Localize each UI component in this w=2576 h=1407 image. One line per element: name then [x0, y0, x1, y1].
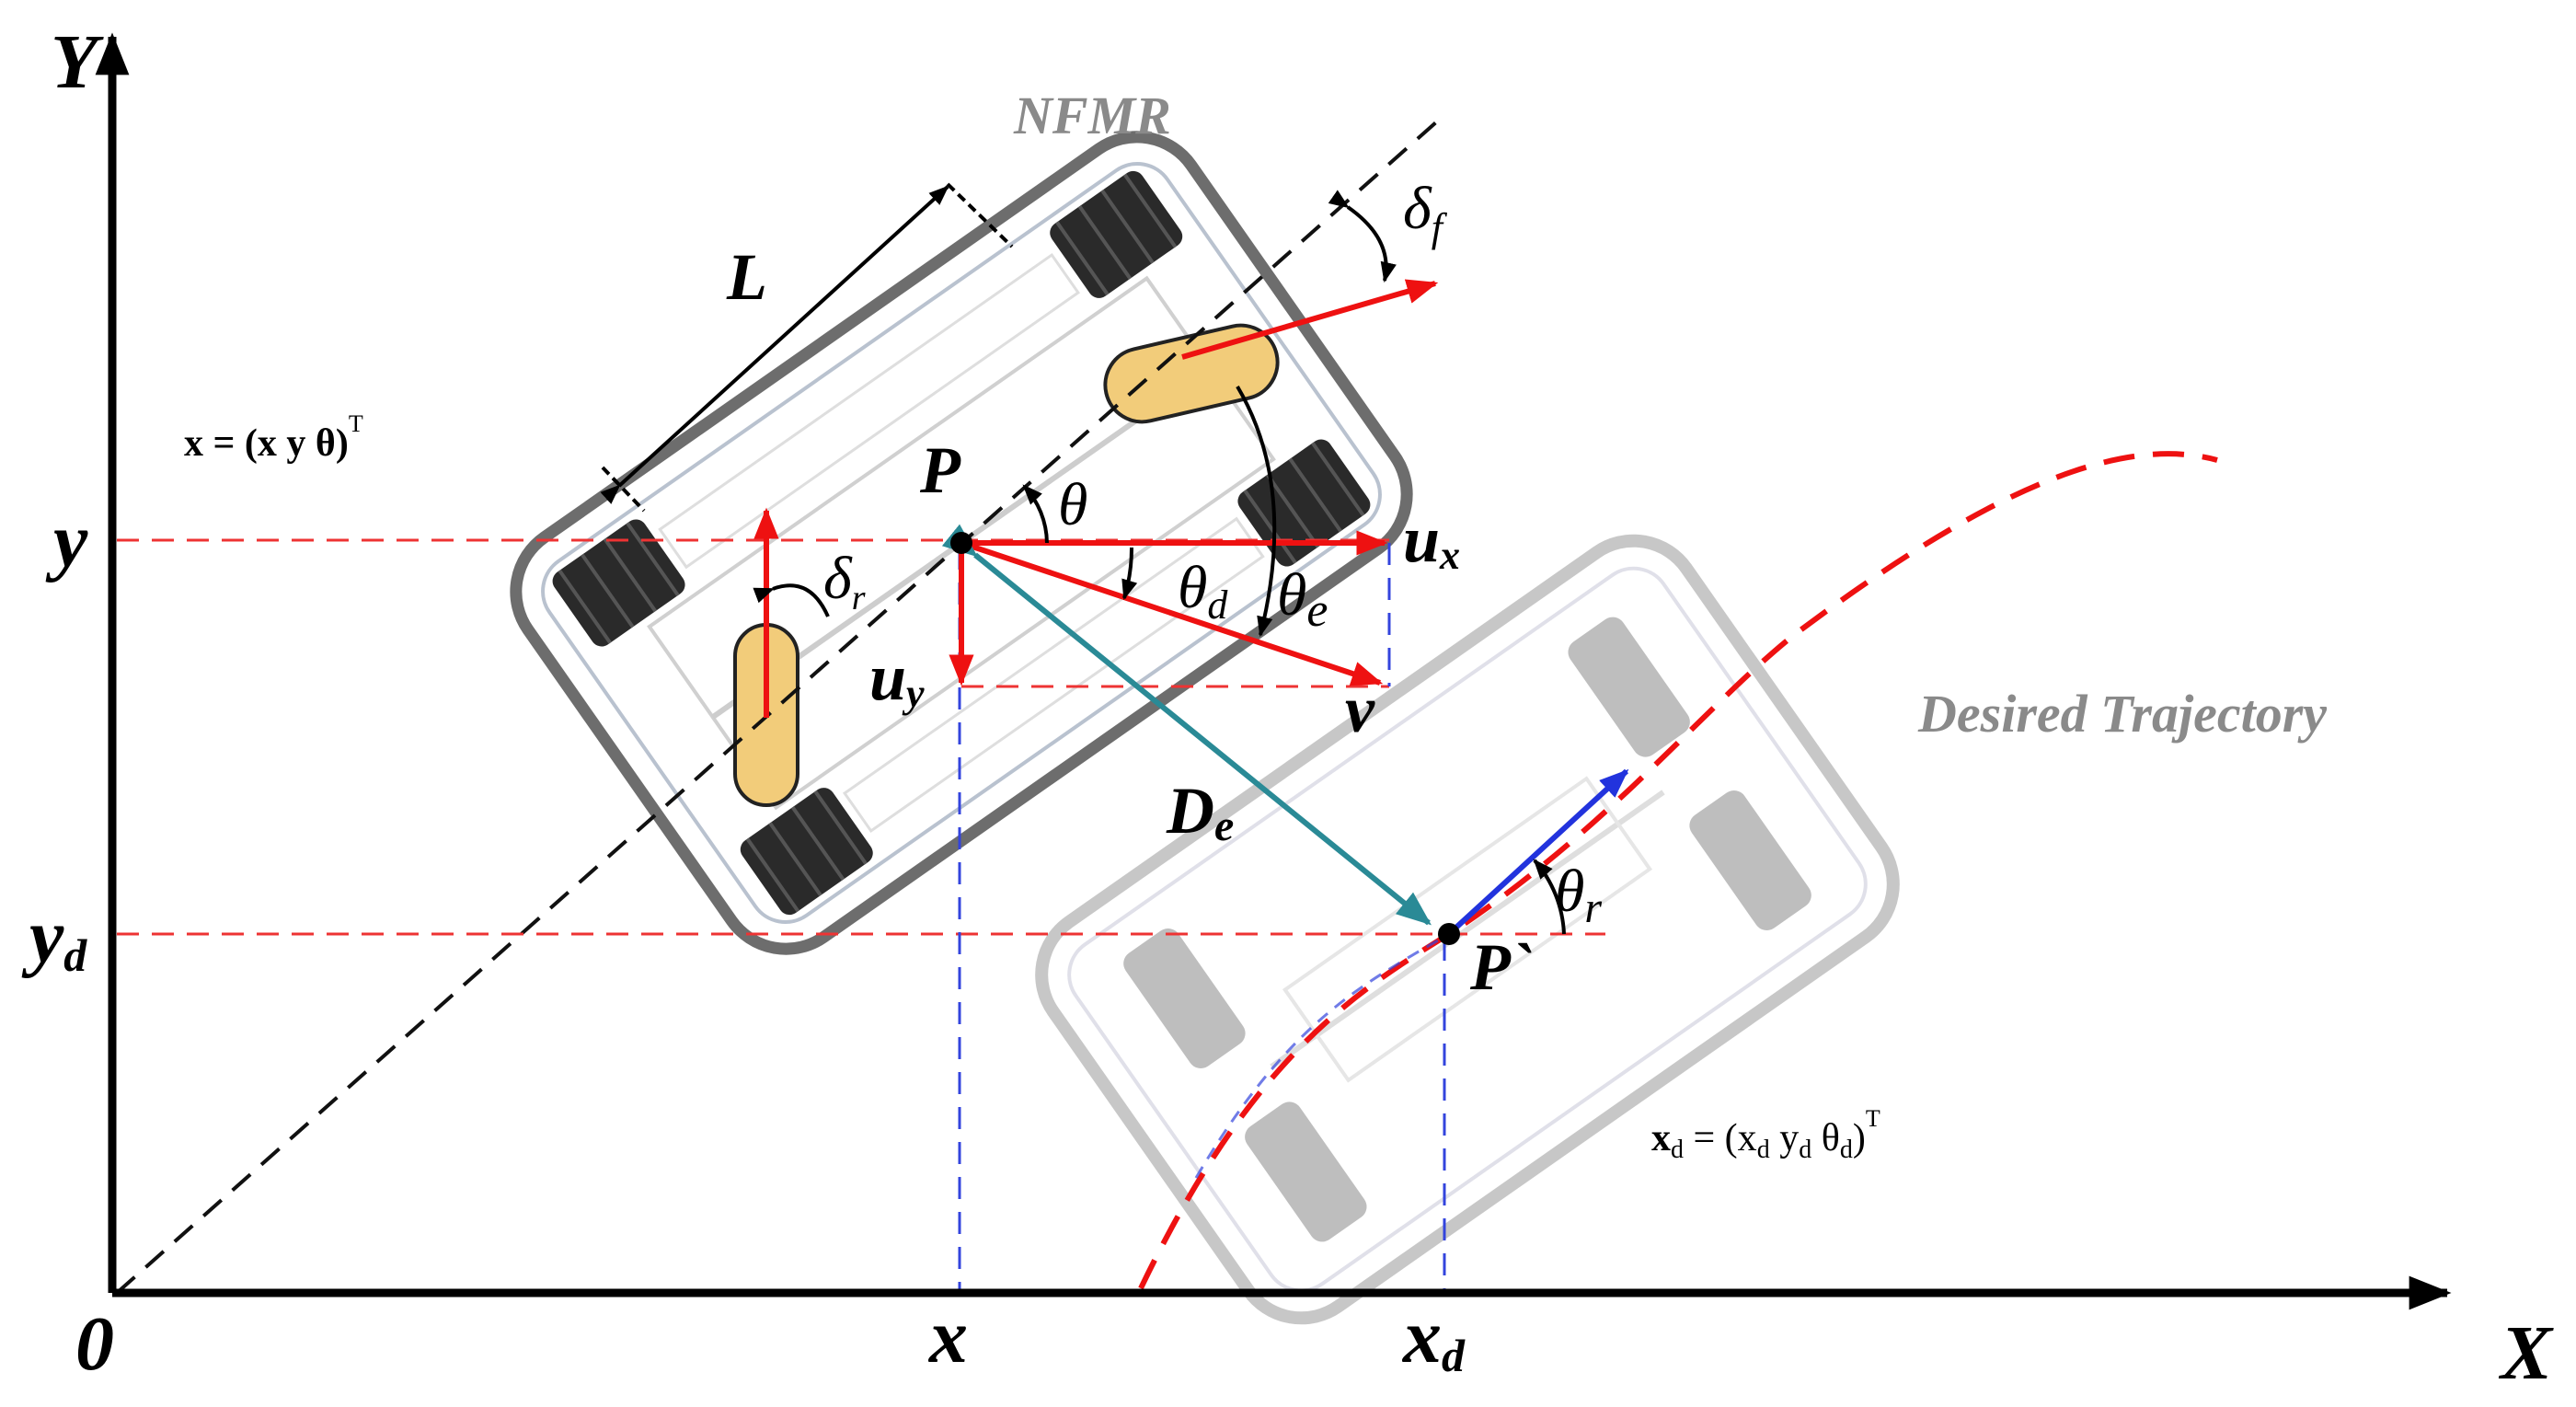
- theta-label: θ: [1058, 471, 1087, 538]
- theta-e-label: θe: [1277, 561, 1328, 637]
- desired-heading-vector: [1446, 768, 1629, 937]
- yd-tick-label: yd: [21, 894, 87, 981]
- x-axis-label: X: [2498, 1310, 2554, 1396]
- point-p-prime: [1438, 923, 1460, 945]
- x-tick-label: x: [927, 1294, 968, 1379]
- theta-d-label: θd: [1178, 554, 1228, 628]
- wheel-front-upper: [1050, 170, 1183, 298]
- state-equation: x = (x y θ)T: [184, 410, 363, 465]
- theta-r-arc: [1533, 859, 1566, 935]
- front-velocity-vector: [1181, 279, 1439, 360]
- front-caster-wheel: [1103, 323, 1280, 424]
- heading-dashed-line: [115, 120, 1439, 1295]
- origin-label: 0: [75, 1301, 114, 1387]
- theta-d-arc: [1121, 547, 1138, 601]
- point-p-prime-label: P`: [1469, 930, 1533, 1004]
- uy-label: uy: [869, 640, 925, 716]
- robot-name-label: NFMR: [1013, 86, 1171, 145]
- y-tick-label: y: [45, 498, 88, 583]
- point-p-label: P: [919, 433, 961, 507]
- theta-e-arc: [1236, 385, 1277, 638]
- length-tick-right: [946, 182, 1014, 248]
- length-label: L: [726, 240, 767, 314]
- ux-label: ux: [1403, 502, 1460, 578]
- desired-trajectory-overlay: [1194, 932, 1450, 1179]
- de-error-vector: [941, 524, 1432, 926]
- length-tick-left: [601, 466, 646, 513]
- desired-state-equation: xd = (xd yd θd)T: [1651, 1105, 1880, 1164]
- delta-r-arc: [753, 583, 830, 617]
- y-axis-label: Y: [51, 19, 104, 105]
- length-dimension-line: [600, 185, 949, 504]
- desired-trajectory-label: Desired Trajectory: [1917, 684, 2327, 744]
- theta-arc: [1022, 484, 1049, 544]
- de-label: De: [1166, 774, 1234, 850]
- wheel-rear-lower: [740, 788, 873, 916]
- delta-r-label: δr: [823, 545, 866, 617]
- xd-tick-label: xd: [1401, 1294, 1466, 1381]
- wheel-rear-upper: [552, 519, 685, 647]
- delta-f-arc: [1328, 190, 1397, 283]
- v-label: v: [1345, 673, 1375, 746]
- point-p: [950, 532, 972, 554]
- theta-r-label: θr: [1555, 858, 1602, 932]
- delta-f-label: δf: [1403, 175, 1448, 250]
